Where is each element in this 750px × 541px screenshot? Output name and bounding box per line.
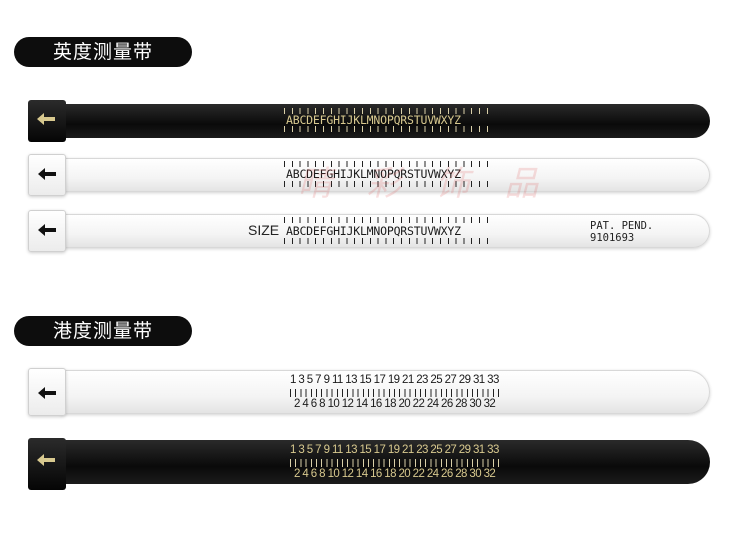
buckle-cap bbox=[28, 438, 66, 490]
letter-scale: ABCDEFGHIJKLMNOPQRSTUVWXYZ bbox=[286, 224, 461, 238]
left-arrow-icon bbox=[38, 387, 56, 399]
buckle-cap bbox=[28, 210, 66, 252]
odd-number-scale: 1 3 5 7 9 11 13 15 17 19 21 23 25 27 29 … bbox=[290, 444, 499, 456]
patent-line-1: PAT. PEND. bbox=[590, 220, 654, 232]
buckle-cap bbox=[28, 368, 66, 416]
watermark: 晴 彩 饰 品 bbox=[298, 164, 551, 204]
letter-scale: ABCDEFGHIJKLMNOPQRSTUVWXYZ bbox=[286, 113, 461, 127]
buckle-cap bbox=[28, 154, 66, 196]
left-arrow-icon bbox=[37, 454, 55, 466]
left-arrow-icon bbox=[37, 113, 55, 125]
even-number-scale: 2 4 6 8 10 12 14 16 18 20 22 24 26 28 30… bbox=[294, 398, 496, 410]
left-arrow-icon bbox=[38, 168, 56, 180]
left-arrow-icon bbox=[38, 224, 56, 236]
size-label: SIZE bbox=[248, 222, 280, 238]
uk-section-label: 英度测量带 bbox=[14, 37, 192, 67]
patent-line-2: 9101693 bbox=[590, 232, 635, 244]
hk-section-label: 港度测量带 bbox=[14, 316, 192, 346]
buckle-cap bbox=[28, 100, 66, 142]
even-number-scale: 2 4 6 8 10 12 14 16 18 20 22 24 26 28 30… bbox=[294, 468, 496, 480]
letter-scale: ABCDEFGHIJKLMNOPQRSTUVWXYZ bbox=[286, 167, 461, 181]
odd-number-scale: 1 3 5 7 9 11 13 15 17 19 21 23 25 27 29 … bbox=[290, 374, 499, 386]
patent-text: PAT. PEND. 9101693 bbox=[590, 220, 653, 244]
